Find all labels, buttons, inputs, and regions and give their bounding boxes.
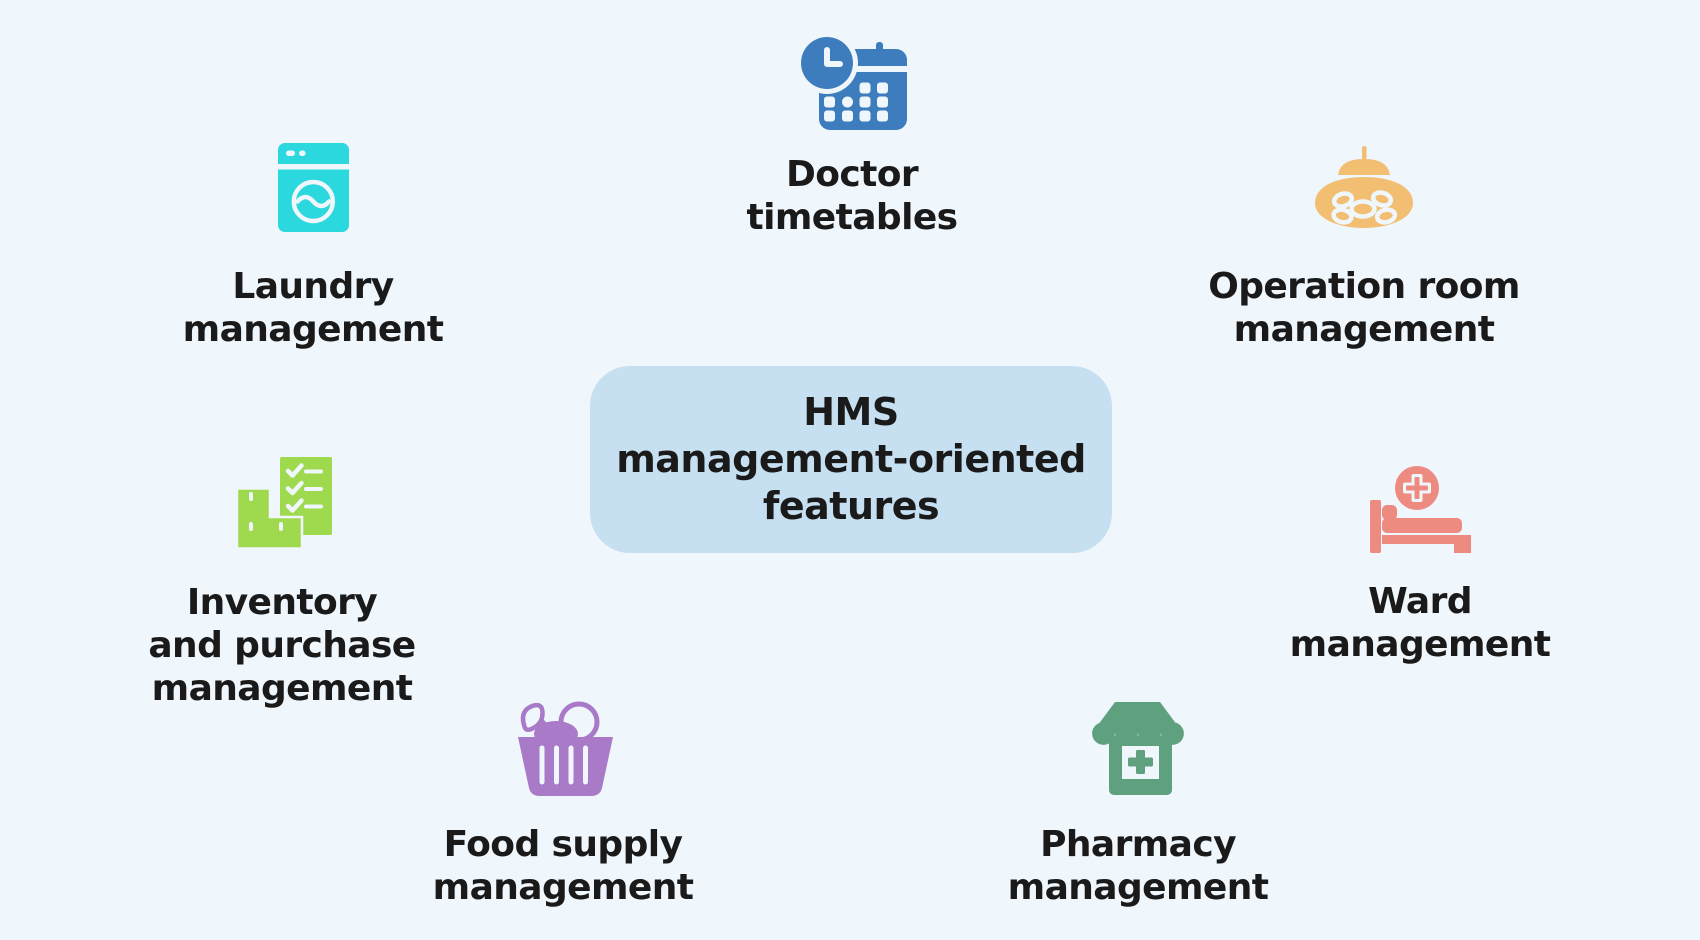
label-line: management: [1233, 309, 1495, 350]
label-line: management: [432, 867, 694, 908]
food-basket-icon: [518, 701, 613, 796]
checklist-boxes-icon: [235, 457, 332, 550]
pharmacy-store-icon: [1092, 702, 1184, 795]
label-line: Operation room: [1208, 266, 1520, 307]
calendar-clock-icon: [797, 33, 907, 130]
title-line: HMS: [803, 390, 899, 434]
feature-label-food-supply: Food supply management: [353, 823, 773, 909]
feature-label-ward-management: Ward management: [1210, 580, 1630, 666]
feature-label-pharmacy-management: Pharmacy management: [928, 823, 1348, 909]
feature-label-inventory-purchase: Inventory and purchase management: [72, 581, 492, 710]
feature-label-operation-room: Operation room management: [1154, 265, 1574, 351]
label-line: management: [151, 668, 413, 709]
label-line: management: [182, 309, 444, 350]
title-line: management-oriented: [616, 437, 1086, 481]
title-line: features: [762, 484, 940, 528]
label-line: Ward: [1368, 581, 1472, 622]
label-line: management: [1289, 624, 1551, 665]
feature-label-laundry-management: Laundry management: [103, 265, 523, 351]
hospital-bed-icon: [1370, 466, 1471, 553]
label-line: and purchase: [148, 625, 416, 666]
page-title: HMS management-oriented features: [616, 389, 1086, 530]
feature-label-doctor-timetables: Doctor timetables: [642, 153, 1062, 239]
center-title-box: HMS management-oriented features: [590, 366, 1112, 553]
label-line: Inventory: [186, 582, 378, 623]
label-line: Food supply: [443, 824, 683, 865]
label-line: Pharmacy: [1040, 824, 1236, 865]
surgical-lamp-icon: [1315, 146, 1413, 228]
washing-machine-icon: [278, 143, 349, 232]
label-line: Doctor: [785, 154, 919, 195]
label-line: timetables: [746, 197, 959, 238]
label-line: Laundry: [232, 266, 394, 307]
label-line: management: [1007, 867, 1269, 908]
